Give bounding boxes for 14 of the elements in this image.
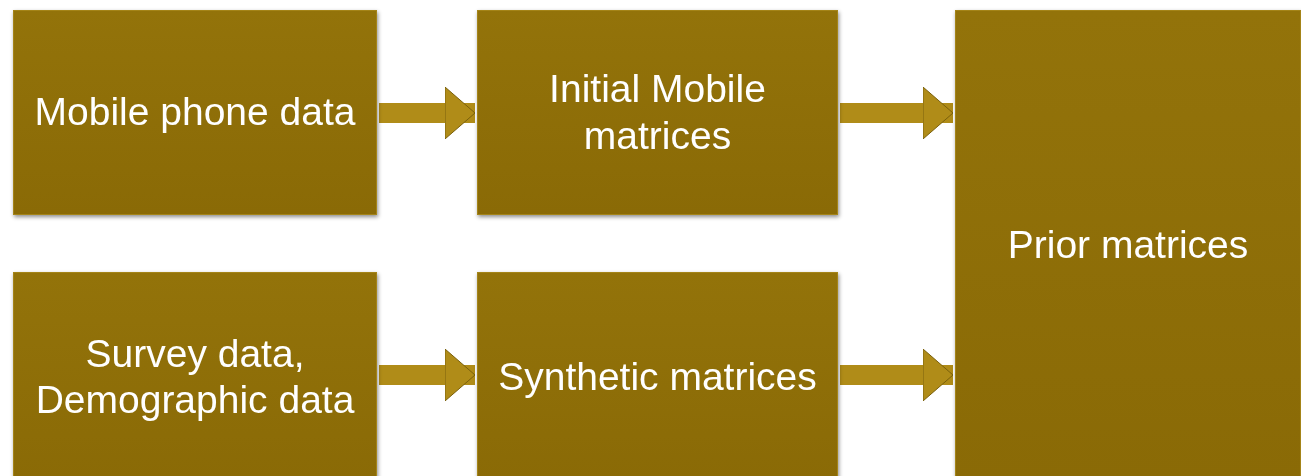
- process-box: [477, 10, 838, 215]
- box-label: Survey data, Demographic data: [34, 331, 356, 423]
- box-label: Synthetic matrices: [497, 354, 818, 400]
- block-arrow: [379, 348, 476, 402]
- box-label: Prior matrices: [1006, 222, 1250, 268]
- process-box: [477, 272, 838, 476]
- box-label: Mobile phone data: [33, 89, 357, 136]
- process-box: [955, 10, 1301, 476]
- block-arrow: [379, 86, 476, 140]
- process-box: [13, 272, 377, 476]
- box-label: Initial Mobile matrices: [548, 66, 767, 159]
- block-arrow: [840, 86, 954, 140]
- process-box: [13, 10, 377, 215]
- block-arrow: [840, 348, 954, 402]
